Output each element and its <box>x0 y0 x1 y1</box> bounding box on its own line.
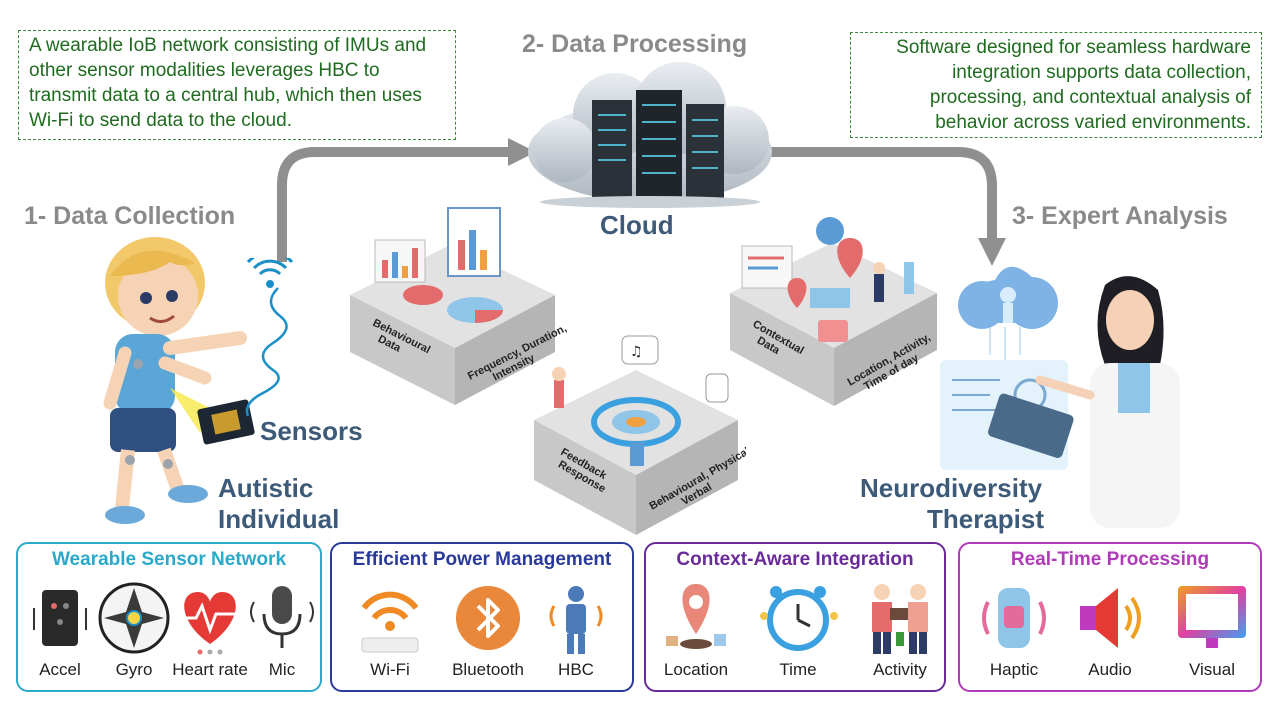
autistic-individual-label-line2: Individual <box>218 504 340 534</box>
neurodiversity-therapist-label-line1: Neurodiversity <box>860 473 1043 503</box>
iob-network-note: A wearable IoB network consisting of IMU… <box>18 30 456 140</box>
gyroscope-icon <box>98 582 170 654</box>
microphone-icon <box>250 586 314 648</box>
cloud-server-icon <box>528 62 772 208</box>
people-activity-icon <box>872 584 928 654</box>
processing-label-haptic: Haptic <box>989 660 1039 679</box>
power-label-wifi: Wi-Fi <box>370 660 410 679</box>
panel-title: Real-Time Processing <box>1010 549 1210 570</box>
cloud-label: Cloud <box>600 210 674 240</box>
neurodiversity-therapist-label-line2: Therapist <box>927 504 1045 534</box>
processing-label-visual: Visual <box>1189 660 1235 679</box>
sensor-label-accel: Accel <box>39 660 81 679</box>
stage-data-collection: 1- Data Collection <box>24 202 236 230</box>
panel-efficient-power-management: Efficient Power Management Wi-Fi Bluetoo… <box>330 542 634 692</box>
therapist-illustration <box>940 266 1180 528</box>
upload-arrow <box>277 147 512 262</box>
alarm-clock-icon <box>760 586 838 651</box>
sensor-label-gyro: Gyro <box>115 660 153 679</box>
accelerometer-icon <box>33 590 87 646</box>
power-label-hbc: HBC <box>558 660 594 679</box>
panel-real-time-processing: Real-Time Processing Haptic Audio Visual <box>958 542 1262 692</box>
stage-expert-analysis: 3- Expert Analysis <box>1012 202 1228 230</box>
signal-wave-icon <box>245 258 294 417</box>
feedback-response-tile: ♫ FeedbackResponse Behavioural, Physical… <box>534 335 746 535</box>
svg-text:♫: ♫ <box>630 344 643 360</box>
sensor-label-heart-rate: Heart rate <box>172 660 248 679</box>
software-integration-note: Software designed for seamless hardware … <box>850 32 1262 138</box>
haptic-icon <box>982 588 1046 648</box>
download-arrow-head <box>978 238 1006 266</box>
monitor-icon <box>1178 586 1246 648</box>
contextual-data-tile: ContextualData Location, Activity,Time o… <box>730 217 937 406</box>
panel-context-aware-integration: Context-Aware Integration Location Time … <box>644 542 946 692</box>
panel-title: Wearable Sensor Network <box>51 549 287 570</box>
upload-arrow-head <box>508 138 536 166</box>
child-illustration <box>103 237 255 524</box>
context-label-activity: Activity <box>873 660 927 679</box>
panel-title: Efficient Power Management <box>352 549 612 570</box>
context-label-time: Time <box>779 660 817 679</box>
processing-label-audio: Audio <box>1088 660 1132 679</box>
sensor-label-mic: Mic <box>268 660 296 679</box>
bluetooth-icon <box>456 586 520 650</box>
panel-wearable-sensor-network: Wearable Sensor Network Accel Gyro Heart… <box>16 542 322 692</box>
download-arrow <box>760 147 997 242</box>
panel-title: Context-Aware Integration <box>676 549 914 570</box>
behavioural-data-tile: BehaviouralData Frequency, Duration,Inte… <box>350 207 569 405</box>
context-label-location: Location <box>663 660 729 679</box>
location-pin-icon <box>666 584 726 649</box>
heart-rate-icon <box>176 592 244 655</box>
human-body-communication-icon <box>549 586 603 654</box>
speaker-icon <box>1080 588 1141 648</box>
wifi-icon <box>361 591 419 653</box>
power-label-bluetooth: Bluetooth <box>452 660 524 679</box>
autistic-individual-label-line1: Autistic <box>218 473 314 503</box>
sensors-label: Sensors <box>260 416 363 446</box>
stage-data-processing: 2- Data Processing <box>522 30 748 58</box>
